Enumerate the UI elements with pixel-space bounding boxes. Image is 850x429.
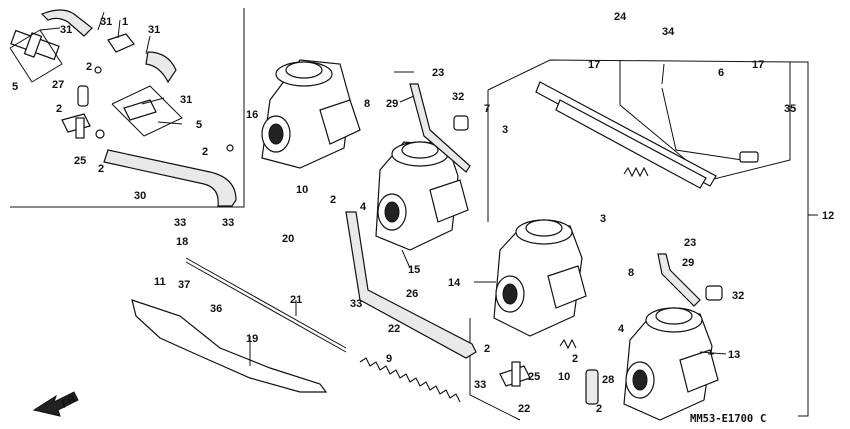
callout-31b: 31 bbox=[60, 24, 72, 36]
callout-25b: 25 bbox=[528, 371, 540, 383]
callout-31c: 31 bbox=[148, 24, 160, 36]
callout-30: 30 bbox=[134, 190, 146, 202]
callout-2b: 2 bbox=[56, 103, 62, 115]
callout-28: 28 bbox=[602, 374, 614, 386]
callout-3a: 3 bbox=[502, 124, 508, 136]
spring-9 bbox=[359, 357, 461, 403]
callout-5a: 5 bbox=[12, 81, 18, 93]
callout-32b: 32 bbox=[732, 290, 744, 302]
callout-16: 16 bbox=[246, 109, 258, 121]
callout-31a: 31 bbox=[100, 16, 112, 28]
hose-28 bbox=[585, 369, 599, 405]
callout-33c: 33 bbox=[222, 217, 234, 229]
callout-29a: 29 bbox=[386, 98, 398, 110]
diagram-code-text: MM53-E1700 bbox=[690, 413, 753, 425]
callout-2h: 2 bbox=[484, 343, 490, 355]
callout-2a: 2 bbox=[86, 61, 92, 73]
callout-11: 11 bbox=[154, 276, 166, 288]
callout-15: 15 bbox=[408, 264, 420, 276]
hose-29-lower bbox=[657, 253, 701, 307]
callout-18: 18 bbox=[176, 236, 188, 248]
front-label: FR. bbox=[59, 392, 80, 411]
callout-29b: 29 bbox=[682, 257, 694, 269]
callout-3b: 3 bbox=[600, 213, 606, 225]
diagram-code-suffix: C bbox=[760, 413, 766, 425]
callout-23a: 23 bbox=[432, 67, 444, 79]
callout-20: 20 bbox=[282, 233, 294, 245]
callout-10b: 10 bbox=[558, 371, 570, 383]
leader-lines bbox=[39, 11, 727, 366]
callout-labels: 1 31 31 31 2 27 5 31 2 5 25 2 2 30 16 8 … bbox=[12, 11, 834, 415]
callout-2e: 2 bbox=[330, 194, 336, 206]
callout-9: 9 bbox=[386, 353, 392, 365]
callout-2f: 2 bbox=[572, 353, 578, 365]
callout-27: 27 bbox=[52, 79, 64, 91]
callout-36: 36 bbox=[210, 303, 222, 315]
callout-33d: 33 bbox=[350, 298, 362, 310]
callout-13: 13 bbox=[728, 349, 740, 361]
callout-21: 21 bbox=[290, 294, 302, 306]
bracket-12 bbox=[798, 61, 818, 417]
callout-17a: 17 bbox=[588, 59, 600, 71]
carburetor-15 bbox=[375, 141, 469, 251]
callout-1: 1 bbox=[122, 16, 128, 28]
callout-35: 35 bbox=[784, 103, 796, 115]
inset-parts bbox=[9, 9, 237, 207]
callout-34: 34 bbox=[662, 26, 675, 38]
spring-3 bbox=[559, 166, 649, 350]
callout-33b: 33 bbox=[174, 217, 186, 229]
callout-2d: 2 bbox=[202, 146, 208, 158]
carburetor-16 bbox=[261, 59, 361, 169]
rod-21 bbox=[185, 257, 347, 353]
hose-26 bbox=[345, 211, 477, 359]
inset-box bbox=[10, 8, 245, 208]
rod-6 bbox=[661, 87, 759, 163]
diagram-code: MM53-E1700 C bbox=[690, 413, 766, 425]
callout-4b: 4 bbox=[618, 323, 625, 335]
callout-7: 7 bbox=[484, 103, 490, 115]
callout-10a: 10 bbox=[296, 184, 308, 196]
callout-4a: 4 bbox=[360, 201, 367, 213]
hose-29-upper bbox=[409, 83, 471, 173]
callout-26: 26 bbox=[406, 288, 418, 300]
callout-24: 24 bbox=[614, 11, 627, 23]
callout-32a: 32 bbox=[452, 91, 464, 103]
callout-22b: 22 bbox=[388, 323, 400, 335]
callout-23b: 23 bbox=[684, 237, 696, 249]
callout-8a: 8 bbox=[364, 98, 370, 110]
cap-32 bbox=[453, 115, 723, 301]
callout-12: 12 bbox=[822, 210, 834, 222]
callout-5b: 5 bbox=[196, 119, 202, 131]
callout-22a: 22 bbox=[518, 403, 530, 415]
callout-17b: 17 bbox=[752, 59, 764, 71]
callout-33a: 33 bbox=[474, 379, 486, 391]
carburetor-13 bbox=[623, 307, 719, 421]
front-direction-arrow: FR. bbox=[32, 391, 81, 417]
callout-14: 14 bbox=[448, 277, 461, 289]
callout-2c: 2 bbox=[98, 163, 104, 175]
linkage-plate bbox=[535, 81, 717, 189]
bracket-19 bbox=[131, 299, 328, 393]
carburetor-14 bbox=[493, 219, 587, 337]
callout-6: 6 bbox=[718, 67, 724, 79]
callout-25a: 25 bbox=[74, 155, 86, 167]
callout-31d: 31 bbox=[180, 94, 192, 106]
callout-2g: 2 bbox=[596, 403, 602, 415]
callout-8b: 8 bbox=[628, 267, 634, 279]
callout-19: 19 bbox=[246, 333, 258, 345]
callout-37: 37 bbox=[178, 279, 190, 291]
connector-25 bbox=[499, 361, 531, 387]
